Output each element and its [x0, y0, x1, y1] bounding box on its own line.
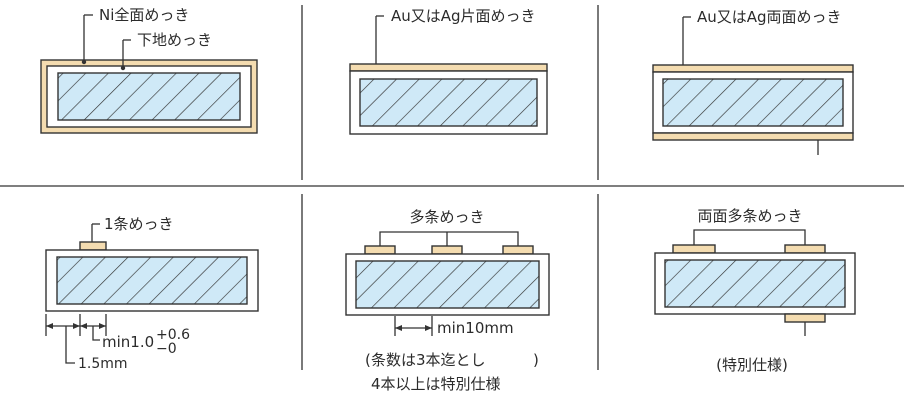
panel-ni-full: Ni全面めっき 下地めっき — [40, 6, 258, 134]
arrow-left-icon — [395, 325, 402, 331]
plating-top-layer — [349, 63, 548, 72]
core-cross-section — [359, 78, 538, 127]
plating-stripe-top — [784, 244, 826, 254]
label-multi-stripe: 多条めっき — [409, 208, 484, 226]
core-cross-section — [664, 259, 846, 308]
plating-stripe — [431, 245, 463, 255]
leader-ni-dot — [81, 59, 87, 65]
plating-stripe — [364, 245, 396, 255]
core-cross-section — [56, 256, 248, 305]
label-1-5mm: 1.5mm — [78, 356, 128, 372]
panel-multi-stripe: 多条めっき min10mm ( 条数は3本迄とし ) 4本以上は特別仕様 — [345, 208, 550, 393]
label-min1-0: min1.0 — [102, 333, 154, 351]
label-tol-plus: +0.6 — [156, 327, 190, 343]
label-both-multi: 両面多条めっき — [697, 207, 802, 225]
label-one-stripe: 1条めっき — [104, 215, 174, 233]
panel-one-stripe: 1条めっき min1.0 +0.6 −0 1.5mm — [45, 215, 259, 372]
label-min10: min10mm — [437, 319, 514, 337]
arrow-right-icon — [99, 323, 106, 329]
leader-1-5 — [65, 326, 75, 364]
label-special-spec: (特別仕様) — [716, 356, 788, 374]
leader-multi-bracket — [379, 231, 519, 246]
leader-min1 — [92, 326, 100, 341]
grid-lines — [0, 5, 904, 370]
arrow-right-icon — [425, 325, 432, 331]
label-base-plating: 下地めっき — [137, 31, 212, 49]
leader-base-dot — [120, 65, 126, 71]
label-ni-full: Ni全面めっき — [99, 6, 189, 24]
panel-one-side: Au又はAg片面めっき — [349, 7, 548, 135]
panel-both-multi: 両面多条めっき (特別仕様) — [654, 207, 856, 374]
plating-top-layer — [652, 64, 854, 73]
core-cross-section — [662, 78, 844, 127]
label-tol-minus: −0 — [156, 341, 177, 357]
core-cross-section — [57, 72, 241, 121]
label-two-side: Au又はAg両面めっき — [697, 8, 842, 26]
note-line1: 条数は3本迄とし — [371, 351, 486, 369]
arrow-left-icon — [80, 323, 87, 329]
plating-bottom-layer — [652, 132, 854, 141]
plating-stripe — [502, 245, 534, 255]
paren-left-top: ( — [365, 351, 371, 369]
arrow-right-icon — [73, 323, 80, 329]
plating-stripe-top — [672, 244, 716, 254]
core-cross-section — [355, 260, 540, 309]
leader-both-bracket — [693, 229, 806, 245]
plating-stripe — [79, 241, 107, 251]
label-one-side: Au又はAg片面めっき — [391, 7, 536, 25]
paren-right-top: ) — [533, 351, 539, 369]
note-line2: 4本以上は特別仕様 — [371, 375, 501, 393]
panel-two-side: Au又はAg両面めっき — [652, 8, 854, 155]
plating-stripe-bottom — [784, 313, 826, 323]
arrow-left-icon — [46, 323, 53, 329]
